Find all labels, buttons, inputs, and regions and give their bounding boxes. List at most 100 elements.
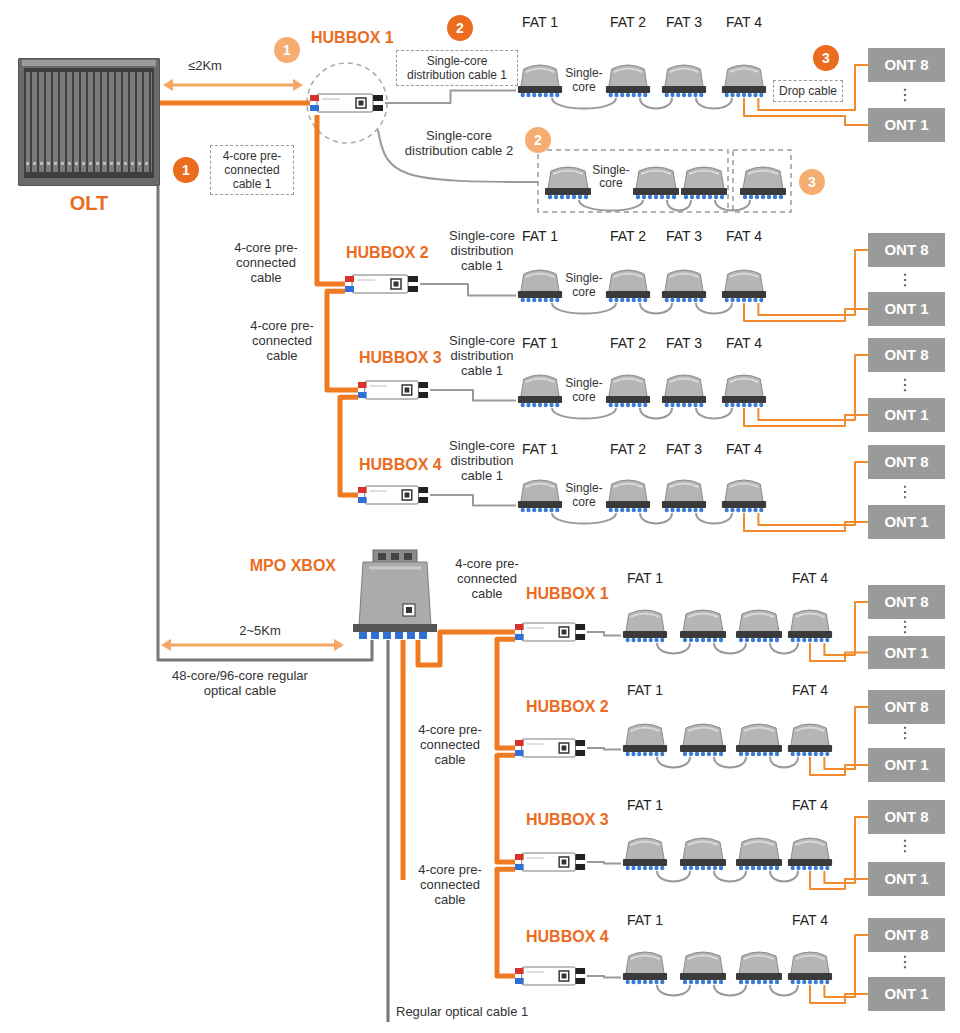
- device-name: FAT 1: [626, 912, 664, 929]
- device-name: FAT 2: [609, 228, 647, 245]
- fiber-cable: [824, 707, 868, 769]
- callout-number: 1: [274, 37, 300, 63]
- fiber-cable: [696, 513, 732, 524]
- fiber-cable: [552, 303, 616, 314]
- fiber-cable: [758, 462, 868, 525]
- fat-box: FAT 3: [660, 60, 708, 98]
- device-name: FAT 4: [725, 228, 763, 245]
- fat-box: FAT 3: [660, 370, 708, 408]
- device-name: FAT 4: [791, 912, 829, 929]
- fat-box: FAT 1: [621, 833, 669, 871]
- ont-box: ONT 8: [868, 48, 945, 82]
- fiber-cable: [430, 390, 516, 400]
- fiber-cable: [640, 303, 672, 314]
- fat-box: FAT 4: [786, 833, 834, 871]
- ellipsis: ⋮: [895, 482, 915, 502]
- device-name: FAT 2: [609, 14, 647, 31]
- fiber-cable: [744, 513, 868, 531]
- device-name: MPO XBOX: [249, 556, 337, 575]
- fat-box: FAT 4: [786, 719, 834, 757]
- ont-name: ONT 8: [884, 241, 928, 259]
- fiber-cable: [824, 935, 868, 997]
- device-name: HUBBOX 1: [525, 584, 610, 603]
- device-name: FAT 3: [665, 335, 703, 352]
- fat-icon: [720, 370, 768, 408]
- fat-icon: [621, 833, 669, 871]
- hubbox: HUBBOX 4: [515, 964, 587, 988]
- annotation: Single-core distribution cable 2: [395, 128, 523, 158]
- fat-box: FAT 1: [621, 719, 669, 757]
- hub-icon: [310, 91, 385, 115]
- fat-box: FAT 4: [786, 605, 834, 643]
- callout-number: 3: [813, 45, 839, 71]
- annotation: Single-core: [591, 164, 631, 190]
- fat-box: FAT 1: [516, 265, 564, 303]
- cable-label: 4-core pre-connected cable: [410, 722, 490, 767]
- ont-name: ONT 8: [884, 926, 928, 944]
- mpo-xbox: MPO XBOX: [345, 548, 445, 640]
- fiber-cable: [640, 513, 672, 524]
- hubbox: HUBBOX 3: [358, 378, 430, 402]
- cable-label: Single-core: [564, 66, 604, 94]
- device-name: FAT 1: [521, 441, 559, 458]
- device-name: HUBBOX 3: [525, 810, 610, 829]
- ont-name: ONT 8: [884, 698, 928, 716]
- device-name: FAT 1: [626, 797, 664, 814]
- ellipsis: ⋮: [895, 617, 915, 637]
- fiber-cable: [696, 303, 732, 314]
- fat-icon: [516, 370, 564, 408]
- cable-label: Single-core: [564, 481, 604, 509]
- hub-icon: [515, 620, 587, 644]
- fat-box: FAT 3: [660, 475, 708, 513]
- device-name: FAT 3: [665, 441, 703, 458]
- callout-box: Single-core distribution cable 1: [396, 50, 518, 86]
- fat-icon: [720, 265, 768, 303]
- fat-box: FAT 4: [720, 370, 768, 408]
- fiber-cable: [317, 115, 345, 284]
- fat-box: FAT 1: [516, 60, 564, 98]
- ont-name: ONT 8: [884, 56, 928, 74]
- fat-icon: [516, 475, 564, 513]
- ont-box: ONT 8: [868, 233, 945, 267]
- hub-icon: [515, 850, 587, 874]
- callout-number: 2: [525, 127, 551, 153]
- ont-box: ONT 1: [868, 108, 945, 142]
- cable-label: Single-core distribution cable 1: [446, 228, 518, 273]
- ont-box: ONT 8: [868, 585, 945, 619]
- fat-box: FAT 1: [516, 475, 564, 513]
- ont-box: ONT 1: [868, 505, 945, 539]
- hubbox: HUBBOX 3: [515, 850, 587, 874]
- fiber-cable: [640, 98, 672, 109]
- fat-box: FAT 3: [660, 265, 708, 303]
- fiber-cable: [497, 639, 515, 748]
- annotation: ≤2Km: [180, 58, 230, 73]
- fat-box: FAT 2: [604, 265, 652, 303]
- ont-box: ONT 1: [868, 636, 945, 669]
- device-name: FAT 4: [791, 570, 829, 587]
- fat-icon: [604, 370, 652, 408]
- device-name: HUBBOX 1: [310, 28, 395, 47]
- device-name: OLT: [69, 192, 110, 215]
- hub-icon: [515, 964, 587, 988]
- fiber-cable: [385, 90, 516, 103]
- fat-box: FAT 4: [720, 265, 768, 303]
- fat-icon: [786, 947, 834, 985]
- ont-name: ONT 1: [884, 644, 928, 662]
- ont-name: ONT 1: [884, 406, 928, 424]
- fiber-cable: [552, 98, 616, 109]
- device-name: FAT 4: [725, 441, 763, 458]
- ont-box: ONT 1: [868, 977, 945, 1011]
- device-name: FAT 1: [521, 335, 559, 352]
- fiber-cable: [420, 284, 516, 295]
- hub-icon: [358, 483, 430, 507]
- cable-label: Single-core: [564, 271, 604, 299]
- ont-box: ONT 8: [868, 338, 945, 372]
- fat-icon: [621, 947, 669, 985]
- ellipsis: ⋮: [895, 836, 915, 856]
- fat-icon: [786, 605, 834, 643]
- fiber-cable: [640, 408, 672, 419]
- fat-box: FAT 2: [604, 475, 652, 513]
- device-name: FAT 2: [609, 335, 647, 352]
- ellipsis: ⋮: [895, 375, 915, 395]
- fat-icon: [660, 475, 708, 513]
